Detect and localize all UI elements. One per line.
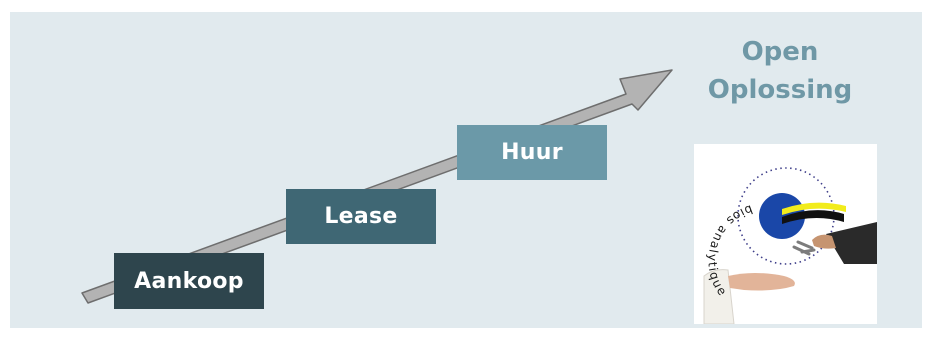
step-lease: Lease xyxy=(286,189,436,244)
yellow-swoosh xyxy=(782,202,846,215)
title-line-2: Oplossing xyxy=(707,75,853,105)
step-huur-label: Huur xyxy=(501,140,563,165)
step-lease-label: Lease xyxy=(324,204,398,229)
keys-icon xyxy=(792,240,816,256)
bios-analytique-logo: bios analytique xyxy=(703,167,877,324)
step-huur: Huur xyxy=(457,125,607,180)
title-line-1: Open xyxy=(741,37,819,67)
step-aankoop-label: Aankoop xyxy=(134,268,244,294)
hand-bottom xyxy=(728,273,795,291)
black-swoosh xyxy=(782,210,844,224)
step-aankoop: Aankoop xyxy=(114,253,264,309)
logo-card: bios analytique xyxy=(694,144,877,324)
blue-disc xyxy=(759,193,805,239)
sleeve-shape xyxy=(826,222,877,264)
hand-top xyxy=(812,234,836,249)
open-oplossing-title: Open Oplossing xyxy=(680,33,880,109)
sleeve-lower xyxy=(703,269,735,324)
